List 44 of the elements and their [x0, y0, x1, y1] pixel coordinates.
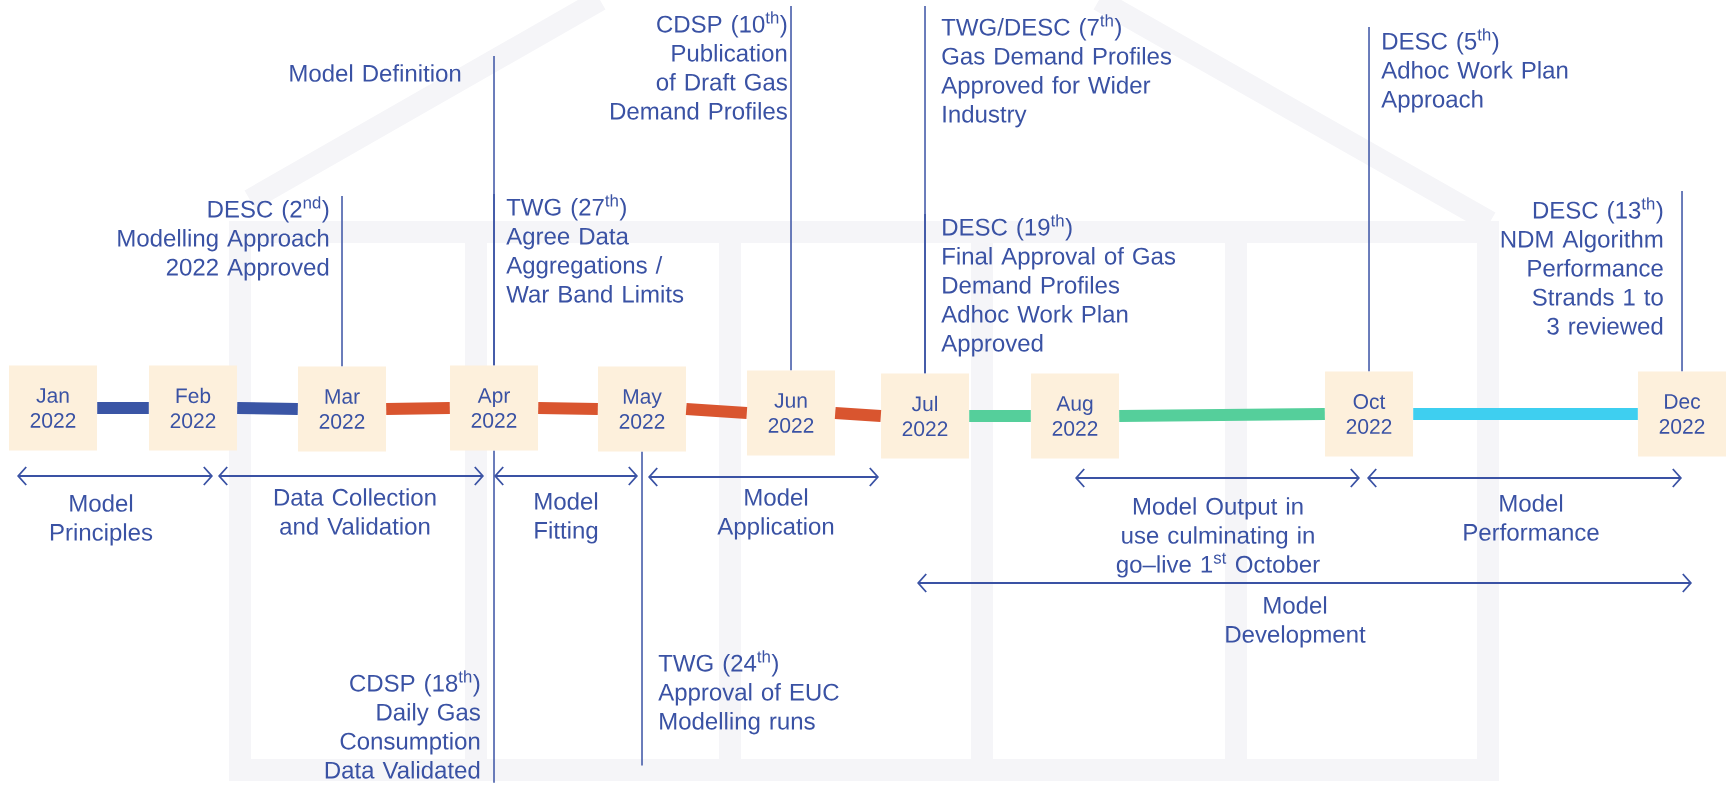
timeline-bar — [834, 407, 882, 422]
event-note: DESC (2$^{nd}$) Modelling Approach 2022 Approved — [118, 196, 329, 281]
timeline-bar — [685, 403, 748, 419]
phase-label: Model Principles — [50, 494, 153, 546]
event-note: CDSP (18$^{th}$) Daily Gas Consumption Data Validated — [325, 670, 480, 779]
leader-line — [1681, 190, 1683, 373]
event-note: DESC (13$^{th}$) NDM Algorithm Performance Strands 1 to 3 reviewed — [1501, 197, 1663, 335]
timeline-bar — [97, 402, 149, 414]
month-box: May 2022 — [598, 366, 686, 452]
month-box: Mar 2022 — [298, 366, 386, 452]
leader-line — [493, 449, 495, 784]
phase-label: Model Application — [717, 488, 834, 540]
month-box: Jan 2022 — [9, 365, 97, 451]
event-note: TWG/DESC (7$^{th}$) Gas Demand Profiles Approved for Wider Industry — [941, 14, 1172, 128]
event-note: DESC (5$^{th}$) Adhoc Work Plan Approach — [1381, 28, 1568, 113]
event-note: DESC (19$^{th}$) Final Approval of Gas Demand Profiles Adhoc Work Plan Approved — [941, 214, 1176, 357]
leader-line — [790, 5, 792, 372]
phase-label: Model Development — [1226, 596, 1366, 648]
month-box: Jun 2022 — [747, 370, 835, 456]
leader-line — [341, 195, 343, 368]
phase-label: Model Performance — [1464, 494, 1599, 541]
leader-line — [641, 450, 643, 767]
event-note: TWG (24$^{th}$) Approval of EUC Modelling runs — [658, 650, 839, 735]
timeline-bar — [237, 402, 298, 415]
month-box: Dec 2022 — [1638, 371, 1726, 457]
phase-label: Data Collection and Validation — [274, 488, 436, 535]
month-box: Apr 2022 — [450, 365, 538, 451]
leader-line — [1368, 26, 1370, 373]
event-note: TWG (27$^{th}$) Agree Data Aggregations / War Band Limits — [506, 194, 684, 303]
leader-line — [493, 193, 495, 367]
timeline-bar — [1413, 408, 1638, 420]
timeline-bar — [386, 402, 450, 415]
month-box: Feb 2022 — [149, 365, 237, 451]
timeline-bar — [1119, 408, 1325, 422]
leader-line — [924, 213, 926, 375]
month-box: Oct 2022 — [1325, 371, 1413, 457]
timeline-bar — [538, 402, 598, 415]
phase-label: Model Output in use culminating in go–live 1$^{st}$ October — [1116, 497, 1320, 578]
phase-label: Model Fitting — [535, 492, 598, 544]
event-note: Model Definition — [290, 64, 461, 82]
month-box: Aug 2022 — [1031, 373, 1119, 459]
event-note: CDSP (10$^{th}$) Publication of Draft Gas Demand Profiles — [611, 11, 787, 120]
month-box: Jul 2022 — [881, 373, 969, 459]
timeline-bar — [969, 410, 1031, 422]
